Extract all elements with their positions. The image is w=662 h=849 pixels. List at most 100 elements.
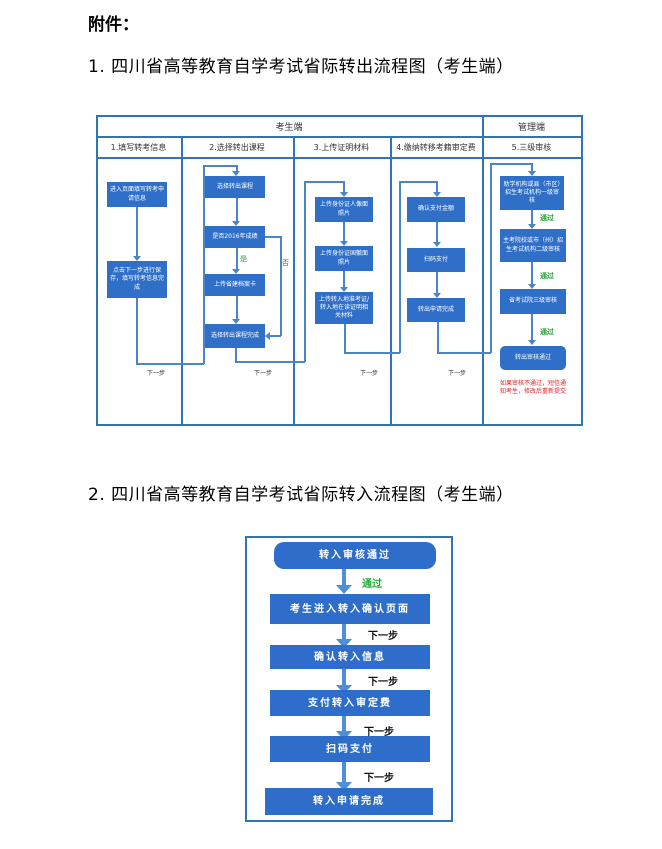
connector xyxy=(436,222,438,245)
attachment-label: 附件： xyxy=(88,15,139,35)
connector xyxy=(203,165,205,364)
flow-box: 进入页面填写转考申请信息 xyxy=(107,182,167,207)
connector xyxy=(531,314,533,342)
arrow-down-icon xyxy=(336,585,352,594)
connector xyxy=(342,569,346,587)
connector xyxy=(342,762,346,784)
flow-box: 确认支付金额 xyxy=(407,197,465,222)
connector xyxy=(235,348,237,362)
arrow-down-icon xyxy=(528,224,536,229)
connector xyxy=(342,669,346,687)
connector xyxy=(265,236,281,238)
connector xyxy=(304,181,306,362)
flow-step: 确认转入信息 xyxy=(270,645,430,669)
connector xyxy=(531,163,533,174)
connector xyxy=(203,165,237,167)
lane-header-divider xyxy=(96,157,582,159)
arrow-down-icon xyxy=(340,287,348,292)
connector xyxy=(437,352,491,354)
connector xyxy=(236,165,238,174)
next-step-label: 下一步 xyxy=(368,677,398,688)
connector xyxy=(235,361,305,363)
connector xyxy=(437,322,439,353)
arrow-down-icon xyxy=(433,242,441,247)
connector xyxy=(343,222,345,244)
arrow-down-icon xyxy=(232,319,240,324)
connector xyxy=(236,248,238,272)
next-step-label: 下一步 xyxy=(368,631,398,642)
lane-label: 2.选择转出课程 xyxy=(209,143,265,152)
connector xyxy=(344,352,400,354)
arrow-down-icon xyxy=(336,731,352,740)
next-step-label: 下一步 xyxy=(364,773,394,784)
frame-right xyxy=(581,115,583,426)
connector xyxy=(236,296,238,322)
flow-box: 上传身份证国徽面照片 xyxy=(315,246,373,271)
lane-divider xyxy=(390,136,392,425)
lane-divider xyxy=(293,136,295,425)
arrow-down-icon xyxy=(336,685,352,694)
connector xyxy=(399,181,437,183)
arrow-left-icon xyxy=(265,332,270,340)
flow-box: 选择转出课程完成 xyxy=(205,324,265,348)
flow-box: 点击下一步进行保存，填写转考信息完成 xyxy=(107,261,167,298)
flow-box: 扫码支付 xyxy=(407,248,465,272)
diagram-frame xyxy=(245,536,453,822)
connector xyxy=(136,207,138,259)
connector xyxy=(436,181,438,195)
pass-label: 通过 xyxy=(540,272,554,280)
frame-left xyxy=(96,115,98,426)
connector xyxy=(343,181,345,195)
frame-bottom xyxy=(96,424,582,426)
flow-box: 主考院校或市（州）招生考试机构二级审核 xyxy=(500,229,566,262)
connector xyxy=(399,181,401,353)
connector xyxy=(304,181,344,183)
flow-box: 上传转入地准考证/转入地在读证明相关材料 xyxy=(315,292,373,324)
next-step-label: 下一步 xyxy=(448,370,467,377)
arrow-down-icon xyxy=(528,340,536,345)
flow-box: 选择转出课程 xyxy=(205,176,265,198)
arrow-down-icon xyxy=(528,284,536,289)
arrow-down-icon xyxy=(433,293,441,298)
arrow-down-icon xyxy=(133,256,141,261)
connector xyxy=(344,324,346,353)
header-candidate: 考生端 xyxy=(275,123,303,133)
next-step-label: 下一步 xyxy=(364,727,394,738)
connector xyxy=(268,335,281,337)
pass-label: 通过 xyxy=(362,579,382,590)
connector xyxy=(343,271,345,289)
next-step-label: 下一步 xyxy=(254,370,273,377)
flow-box: 助学机构或县（市区）招生考试机构一级审核 xyxy=(500,176,564,210)
arrow-down-icon xyxy=(528,171,536,176)
header-divider xyxy=(96,136,582,138)
arrow-down-icon xyxy=(336,782,352,791)
arrow-down-icon xyxy=(336,639,352,648)
flow-box: 省考试院三级审核 xyxy=(500,289,566,314)
flow-box: 上传省建档案卡 xyxy=(205,274,265,296)
section2-title: 2. 四川省高等教育自学考试省际转入流程图（考生端） xyxy=(88,485,514,505)
lane-label: 1.填写转考信息 xyxy=(110,143,167,152)
flow-box: 是否2016年成绩 xyxy=(205,226,265,248)
connector xyxy=(342,624,346,642)
arrow-down-icon xyxy=(340,241,348,246)
flow-box: 上传身份证人像面照片 xyxy=(315,197,373,222)
lane-label: 3.上传证明材料 xyxy=(313,143,370,152)
admin-divider xyxy=(482,115,484,426)
yes-label: 是 xyxy=(240,255,247,263)
connector xyxy=(436,272,438,296)
connector xyxy=(342,716,346,734)
arrow-down-icon xyxy=(232,221,240,226)
connector xyxy=(136,298,138,364)
connector xyxy=(280,236,282,336)
connector xyxy=(136,363,204,365)
connector xyxy=(236,198,238,224)
frame-top xyxy=(96,115,582,117)
flow-box: 转出申请完成 xyxy=(407,298,465,322)
lane-label: 4.缴纳转移考籍审定费 xyxy=(396,143,476,152)
lane-label: 5.三级审核 xyxy=(511,143,552,152)
section1-title: 1. 四川省高等教育自学考试省际转出流程图（考生端） xyxy=(88,57,514,77)
connector xyxy=(531,210,533,227)
flow-step: 考生进入转入确认页面 xyxy=(270,594,430,624)
arrow-down-icon xyxy=(433,192,441,197)
flow-step: 转入审核通过 xyxy=(274,542,436,569)
